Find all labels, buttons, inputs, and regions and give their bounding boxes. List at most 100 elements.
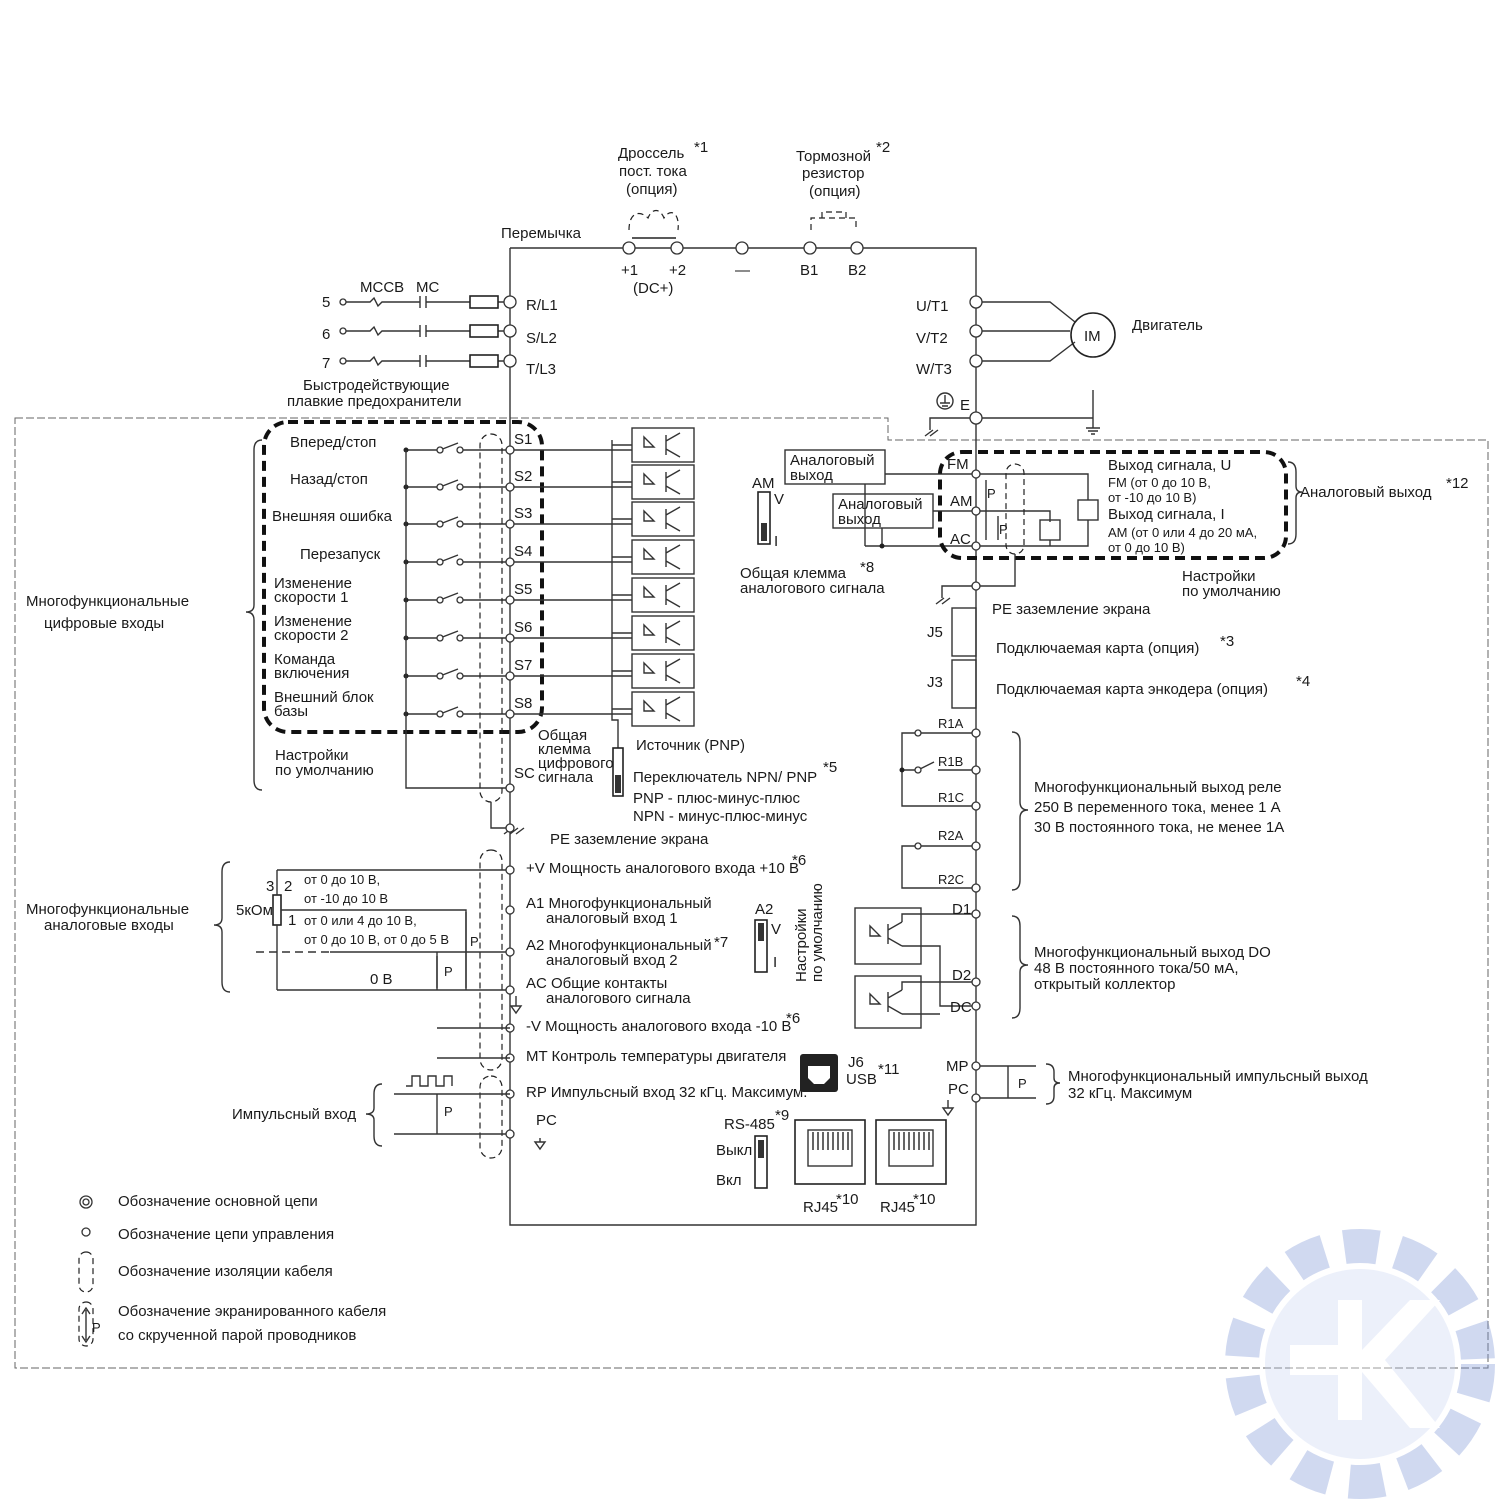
digital-input-contact-b-6 bbox=[456, 634, 464, 642]
terminal-minus[interactable] bbox=[735, 241, 749, 255]
terminal-s-l2[interactable] bbox=[503, 324, 517, 338]
analog-out-p-1: P bbox=[987, 486, 996, 501]
current-out-symbol bbox=[1039, 519, 1061, 541]
analog-terminal-3[interactable] bbox=[505, 947, 515, 957]
fuse-1 bbox=[469, 295, 499, 309]
optocoupler-4 bbox=[631, 539, 695, 575]
a2-switch-i: I bbox=[773, 954, 777, 971]
pulse-twisted-p: P bbox=[444, 1104, 453, 1119]
analog-out-desc-5: AM (от 0 или 4 до 20 мА, bbox=[1108, 525, 1257, 540]
analog-out-cable-isolation bbox=[1005, 463, 1025, 555]
analog-out-defaults-box bbox=[938, 450, 1288, 560]
terminal-sc[interactable] bbox=[505, 783, 515, 793]
am-vi-switch-knob bbox=[761, 523, 767, 541]
terminal-ac-out[interactable] bbox=[971, 541, 981, 551]
terminal-label-s3: S3 bbox=[514, 505, 532, 522]
mccb-label: MCCB bbox=[360, 279, 404, 296]
analog-row-label-2-b: аналоговый вход 1 bbox=[546, 910, 678, 927]
terminal-r-l1[interactable] bbox=[503, 295, 517, 309]
terminal-s6[interactable] bbox=[505, 633, 515, 643]
terminal-d1[interactable] bbox=[971, 909, 981, 919]
optocoupler-7 bbox=[631, 653, 695, 689]
j3-connector[interactable] bbox=[951, 659, 977, 709]
terminal-s5[interactable] bbox=[505, 595, 515, 605]
terminal-r1b-label: R1B bbox=[938, 754, 963, 769]
rs485-termination-switch[interactable] bbox=[754, 1135, 768, 1189]
terminal-mp[interactable] bbox=[971, 1061, 981, 1071]
rj45-port-1[interactable] bbox=[794, 1119, 866, 1185]
am-vi-switch[interactable] bbox=[757, 491, 771, 545]
ac-ground bbox=[509, 996, 523, 1015]
usb-note: *11 bbox=[878, 1061, 899, 1078]
phase-5: 5 bbox=[322, 294, 330, 311]
terminal-w-t3[interactable] bbox=[969, 354, 983, 368]
terminal-v-t2[interactable] bbox=[969, 324, 983, 338]
analog-terminal-4[interactable] bbox=[505, 985, 515, 995]
analog-out-desc-6: от 0 до 10 В) bbox=[1108, 540, 1185, 555]
j3-desc: Подключаемая карта энкодера (опция) bbox=[996, 681, 1268, 698]
optocoupler-6 bbox=[631, 615, 695, 651]
legend: Обозначение основной цепи Обозначение це… bbox=[78, 1193, 386, 1347]
terminal-am-label: AM bbox=[950, 493, 973, 510]
am-switch-label: AM bbox=[752, 475, 775, 492]
terminal-b1[interactable] bbox=[803, 241, 817, 255]
terminal-s8[interactable] bbox=[505, 709, 515, 719]
a2-twisted-p: P bbox=[444, 964, 453, 979]
pulse-wires bbox=[394, 1093, 510, 1135]
j6-label: J6 bbox=[848, 1054, 864, 1071]
terminal-pe-analog[interactable] bbox=[971, 581, 981, 591]
terminal-plus1[interactable] bbox=[622, 241, 636, 255]
digital-input-label-1: Вперед/стоп bbox=[290, 434, 376, 451]
digital-input-contact-b-1 bbox=[456, 446, 464, 454]
a2-vi-switch[interactable] bbox=[754, 919, 768, 973]
digital-input-contact-b-7 bbox=[456, 672, 464, 680]
analog-inputs: Многофункциональные аналоговые входы 5кО… bbox=[26, 849, 826, 1159]
terminal-pc-in[interactable] bbox=[505, 1129, 515, 1139]
phase-5-node bbox=[339, 298, 347, 306]
terminal-e[interactable] bbox=[969, 411, 983, 425]
terminal-r1c[interactable] bbox=[971, 801, 981, 811]
terminal-d2[interactable] bbox=[971, 977, 981, 987]
terminal-dc[interactable] bbox=[971, 1001, 981, 1011]
terminal-fm[interactable] bbox=[971, 469, 981, 479]
terminal-r1b[interactable] bbox=[971, 765, 981, 775]
terminal-pc-out[interactable] bbox=[971, 1093, 981, 1103]
pulse-input-label: Импульсный вход bbox=[232, 1106, 356, 1123]
digital-inputs: Многофункциональные цифровые входы Впере… bbox=[26, 420, 837, 848]
rj45-pins bbox=[812, 1132, 930, 1150]
terminal-sc-label: SC bbox=[514, 765, 535, 782]
j5-connector[interactable] bbox=[951, 607, 977, 657]
analog-input-rows: +V Мощность аналогового входа +10 В*6A1 … bbox=[505, 852, 807, 1101]
terminal-u-t1[interactable] bbox=[969, 295, 983, 309]
terminal-b2[interactable] bbox=[850, 241, 864, 255]
analog-terminal-2[interactable] bbox=[505, 905, 515, 915]
switch-note: *5 bbox=[823, 759, 837, 776]
digital-defaults-box bbox=[262, 420, 544, 734]
terminal-r2a[interactable] bbox=[971, 841, 981, 851]
analog-out-am-2: выход bbox=[838, 511, 881, 528]
terminal-plus2[interactable] bbox=[670, 241, 684, 255]
do-desc-1: Многофункциональный выход DO bbox=[1034, 944, 1271, 961]
a1-twisted-p: P bbox=[470, 934, 479, 949]
digital-input-label-3: Внешняя ошибка bbox=[272, 508, 393, 525]
terminal-am[interactable] bbox=[971, 506, 981, 516]
terminal-s4[interactable] bbox=[505, 557, 515, 567]
terminal-s1[interactable] bbox=[505, 445, 515, 455]
analog-row-label-4-b: аналогового сигнала bbox=[546, 990, 691, 1007]
digital-inputs-group-1: Многофункциональные bbox=[26, 593, 189, 610]
terminal-t-l3[interactable] bbox=[503, 354, 517, 368]
terminal-pe-digital[interactable] bbox=[505, 823, 515, 833]
terminal-label-s2: S2 bbox=[514, 468, 532, 485]
terminal-s3[interactable] bbox=[505, 519, 515, 529]
terminal-s7[interactable] bbox=[505, 671, 515, 681]
rj45-port-2[interactable] bbox=[875, 1119, 947, 1185]
analog-terminal-1[interactable] bbox=[505, 865, 515, 875]
terminal-r2c[interactable] bbox=[971, 883, 981, 893]
motor-symbol bbox=[1070, 312, 1116, 358]
dc-reactor-label-2: пост. тока bbox=[619, 163, 687, 180]
pulse-waveform bbox=[406, 1075, 453, 1087]
npn-pnp-switch[interactable] bbox=[612, 747, 624, 797]
terminal-r1a[interactable] bbox=[971, 728, 981, 738]
analog-out-title-note: *12 bbox=[1446, 475, 1469, 492]
terminal-s2[interactable] bbox=[505, 482, 515, 492]
